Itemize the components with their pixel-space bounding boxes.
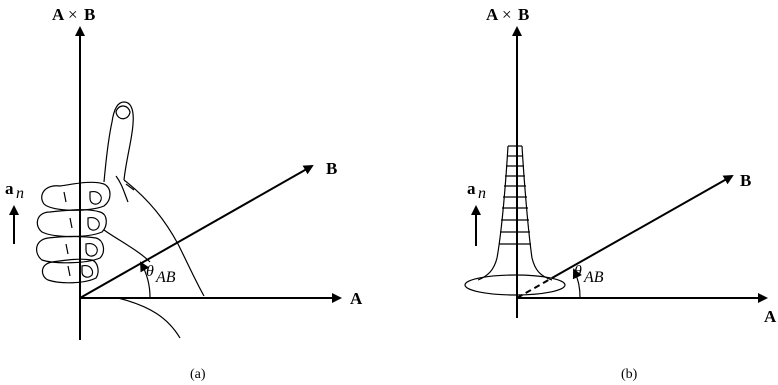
caption-b: (b) — [621, 367, 638, 382]
panel-b: A × B a n B A θ AB (b) — [464, 5, 777, 382]
an-label-a: a — [5, 179, 14, 198]
an-label-b: a — [467, 179, 476, 198]
an-sub-a: n — [16, 185, 24, 202]
a-label-b: A — [764, 307, 777, 326]
theta-sub-b: AB — [583, 269, 604, 286]
a-label-a: A — [350, 289, 363, 308]
panel-a: A × B a n B A θ AB (a) — [5, 5, 363, 382]
fingers — [36, 181, 111, 284]
axb-label-b-op: × — [502, 5, 512, 24]
theta-sub-a: AB — [155, 269, 176, 286]
an-sub-b: n — [478, 185, 486, 202]
axb-label-a-op: × — [68, 5, 78, 24]
b-label-a: B — [326, 159, 337, 178]
cone-drawing — [464, 145, 566, 296]
theta-label-a: θ — [146, 263, 154, 280]
axb-label-b-right: B — [518, 5, 529, 24]
axb-label-b-left: A — [486, 5, 499, 24]
b-label-b: B — [740, 171, 751, 190]
axb-label-a-left: A — [52, 5, 65, 24]
caption-a: (a) — [190, 367, 206, 382]
theta-label-b: θ — [574, 263, 582, 280]
axb-label-a-right: B — [84, 5, 95, 24]
b-vector-b — [551, 175, 734, 279]
right-hand-drawing — [36, 101, 205, 339]
b-vector-b-dashed — [516, 277, 553, 299]
theta-arc-a — [140, 261, 151, 299]
theta-arc-b — [572, 268, 582, 299]
b-vector-a — [79, 165, 314, 299]
